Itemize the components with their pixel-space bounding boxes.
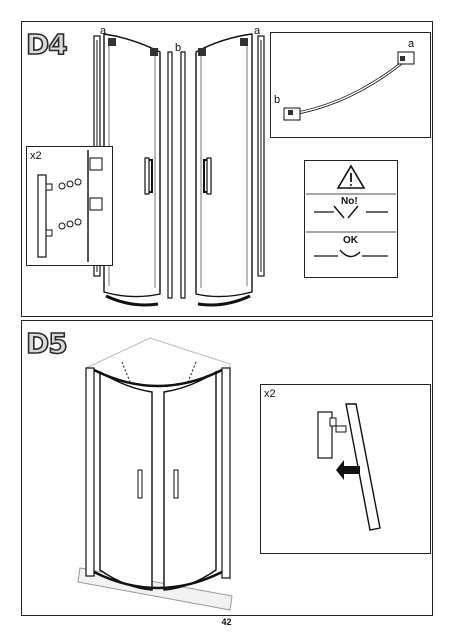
warning-wrong-label: No!: [341, 196, 358, 207]
callout-a-right: a: [254, 25, 261, 37]
callout-b-center: b: [175, 42, 182, 54]
page-number: 42: [221, 617, 232, 627]
detail-callout-b: b: [274, 94, 281, 106]
d4-inset-quantity: x2: [30, 150, 42, 162]
screw-icon: [58, 178, 82, 230]
callout-a-left: a: [100, 25, 107, 37]
detail-callout-a: a: [408, 38, 415, 50]
warning-correct-label: OK: [343, 235, 358, 246]
warning-triangle-icon: [336, 164, 366, 189]
step-d5-label: D5: [25, 326, 68, 361]
arrow-left-icon: [336, 460, 360, 480]
step-d4-label: D4: [25, 27, 68, 62]
d5-inset-quantity: x2: [264, 388, 276, 400]
